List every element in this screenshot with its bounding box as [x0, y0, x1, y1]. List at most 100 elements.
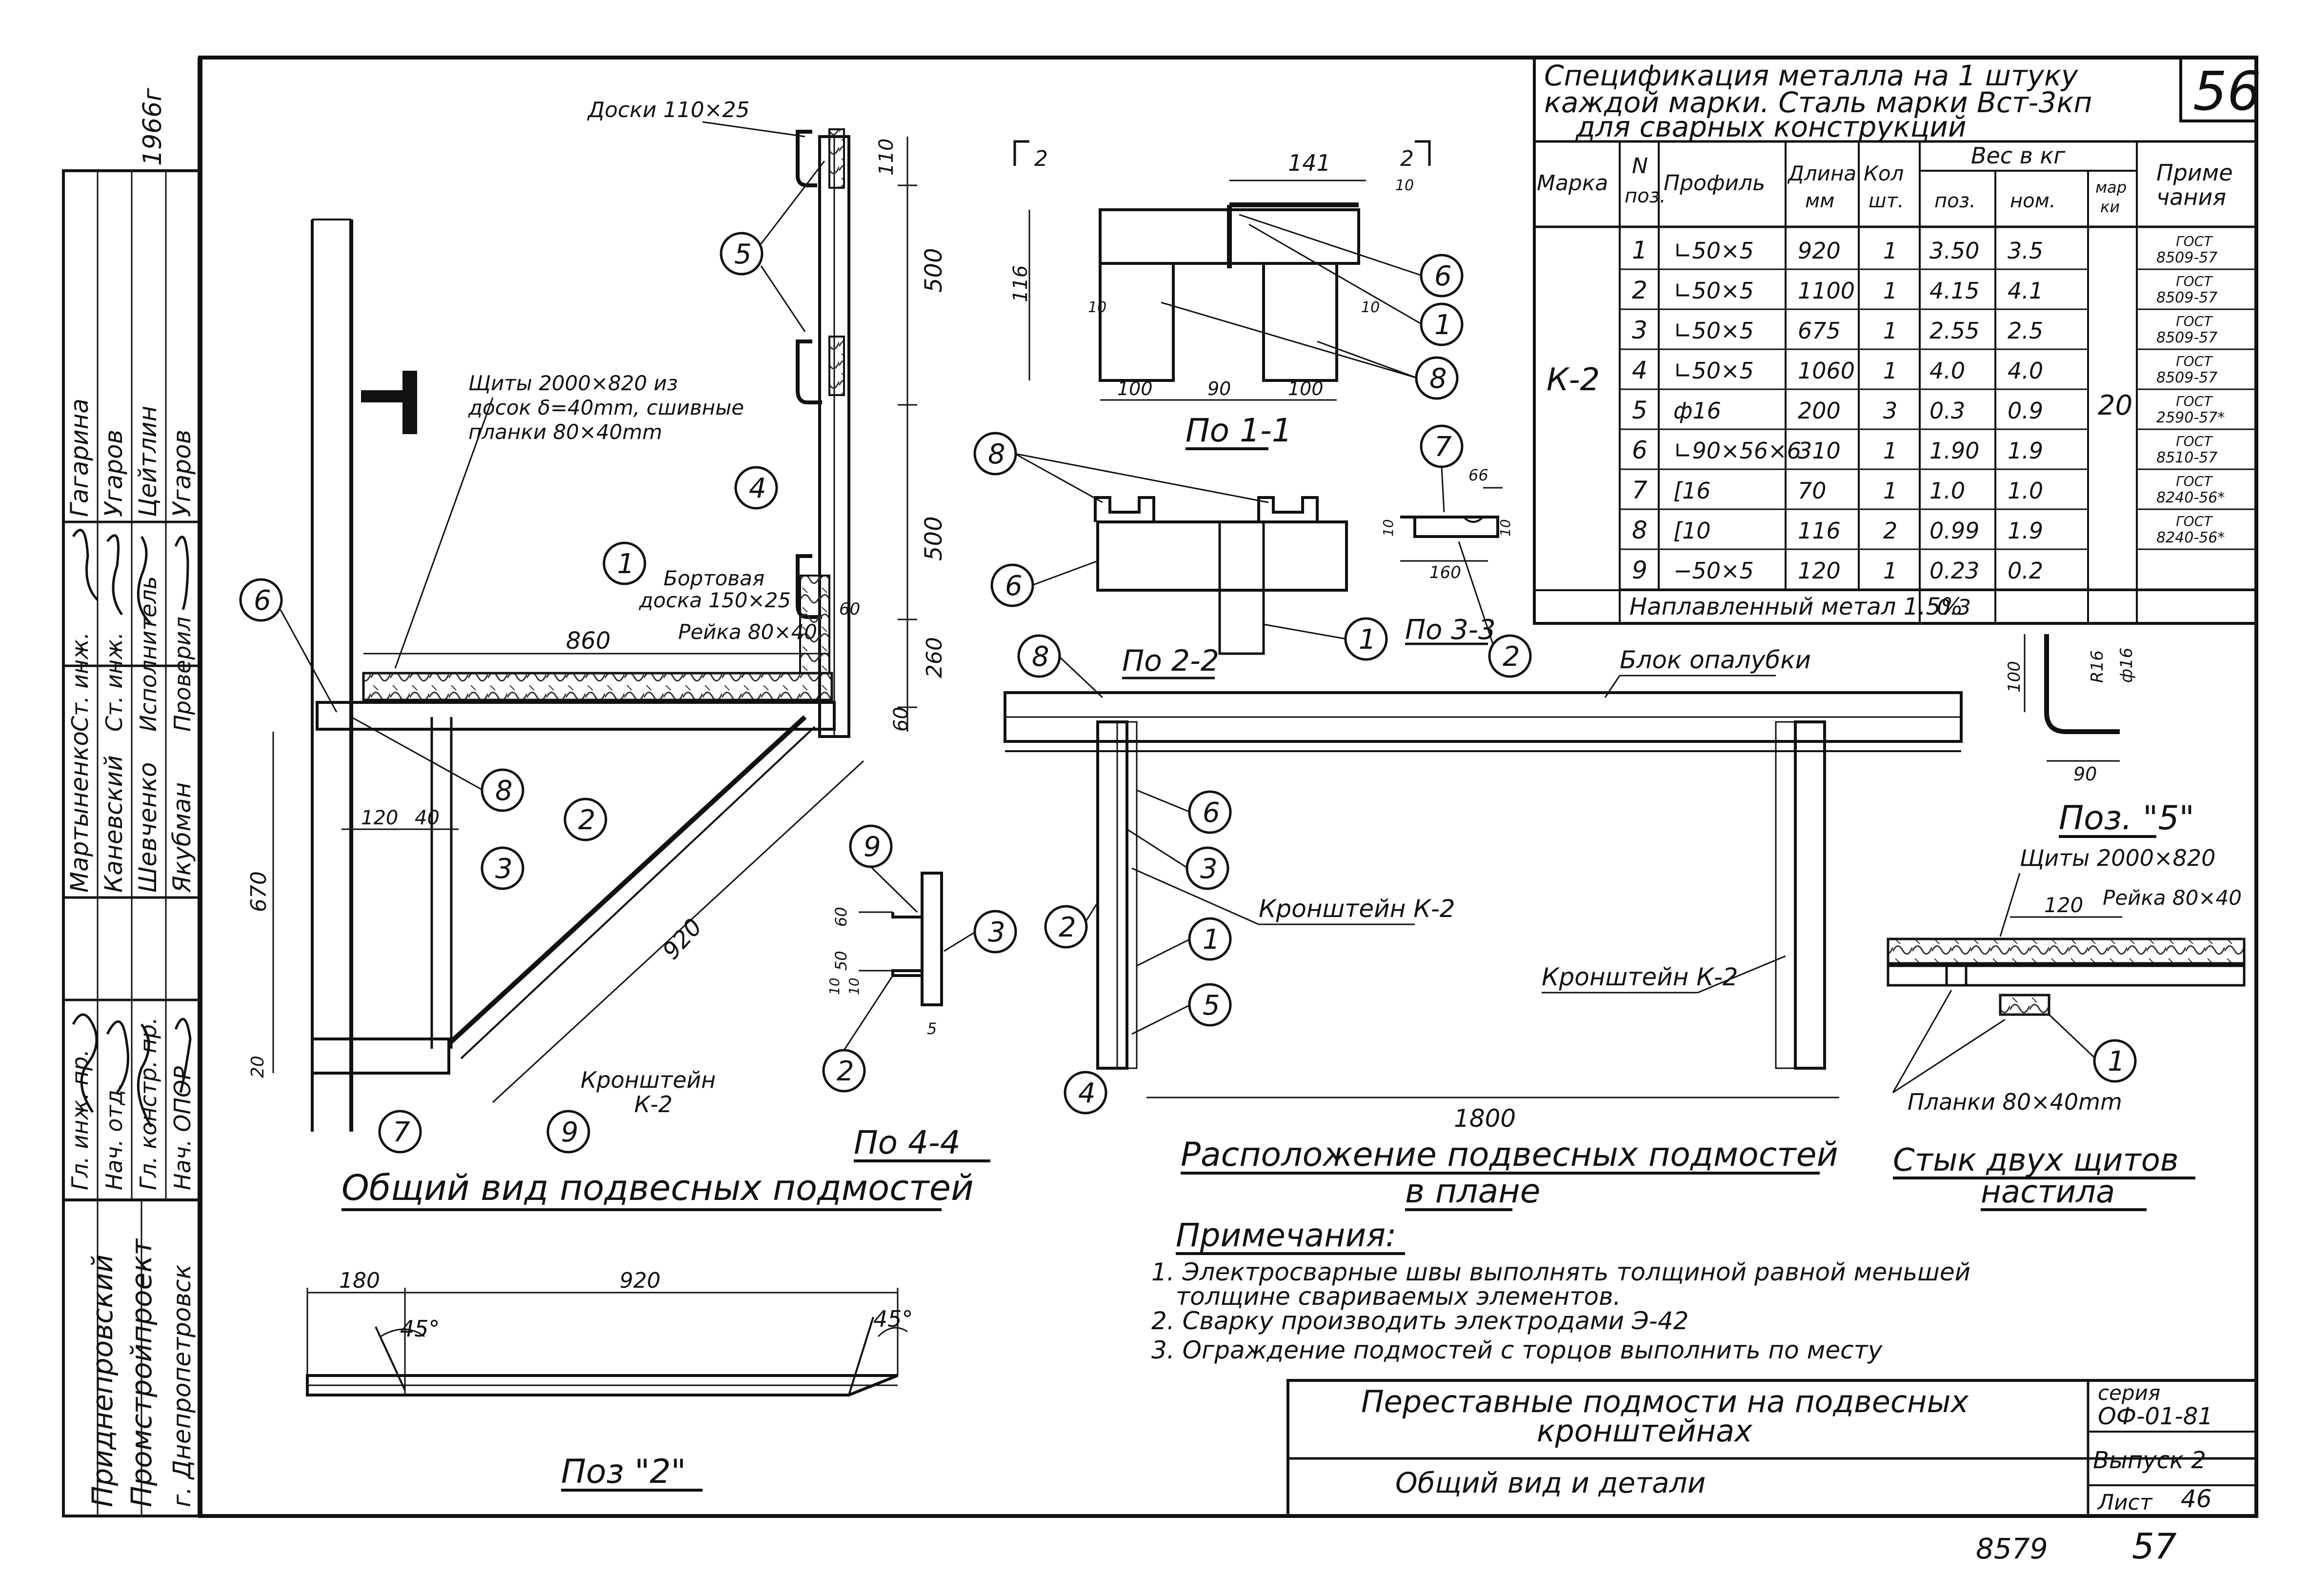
col-header-num-2: поз.	[1625, 185, 1666, 207]
dim: 860	[566, 627, 611, 655]
org-line1: Приднепровский	[86, 1254, 119, 1507]
callout-pos: 1	[617, 548, 635, 580]
org-line2: Промстройпроект	[125, 1238, 158, 1507]
spec-cell-w-nom: 1.9	[2008, 518, 2043, 544]
dim: 100	[1117, 378, 1153, 399]
spec-cell-note: ГОСТ	[2176, 513, 2213, 529]
spec-cell-pos: 1	[1632, 236, 1648, 264]
col-header-mark: Марка	[1537, 171, 1608, 196]
spec-cell-qty: 2	[1883, 518, 1897, 544]
section-2-2-title: По 2-2	[1122, 644, 1219, 678]
joint-label-shields: Щиты 2000×820	[2020, 845, 2215, 871]
spec-cell-length: 70	[1798, 478, 1827, 504]
spec-cell-w-pos: 0.23	[1929, 558, 1979, 584]
callout-pos: 1	[2108, 1046, 2125, 1077]
col-header-note-2: чания	[2156, 184, 2226, 210]
pos2-detail: 180 920 45° 45° Поз "2"	[306, 1268, 913, 1492]
label-shields: Щиты 2000×820 из	[468, 371, 678, 395]
spec-cell-qty: 1	[1883, 558, 1897, 584]
stamp-name: Каневский	[100, 755, 128, 893]
spec-cell-profile: ∟90×56×6	[1673, 438, 1801, 464]
callout-pos: 7	[1434, 431, 1452, 463]
spec-cell-note: ГОСТ	[2176, 433, 2213, 449]
dim: 100	[2005, 661, 2024, 693]
title-block: Переставные подмости на подвесных кроншт…	[1286, 1379, 2258, 1517]
dim: 50	[832, 951, 850, 971]
stamp-role: Ст. инж.	[101, 632, 127, 732]
footer-left: 8579	[1976, 1532, 2048, 1565]
col-header-weight: Вес в кг	[1971, 142, 2066, 169]
spec-cell-qty: 1	[1883, 478, 1897, 504]
stamp-name: Мартыненко	[65, 731, 94, 893]
stamp-name: Угаров	[100, 430, 128, 517]
spec-cell-qty: 1	[1883, 318, 1897, 344]
general-view: 110 500 500 260 60 860 60 120 40 670 920…	[239, 98, 974, 1211]
col-header-w-nom: ном.	[2010, 190, 2056, 212]
spec-cell-length: 116	[1798, 518, 1841, 544]
spec-cell-note: ГОСТ	[2176, 473, 2213, 489]
callout-pos: 9	[864, 831, 881, 863]
dim: 90	[2073, 763, 2097, 785]
stamp-name: Гагарина	[65, 399, 94, 517]
dim: ф16	[2117, 648, 2136, 683]
callout-pos: 2	[1503, 641, 1520, 673]
spec-cell-w-pos: 1.90	[1929, 438, 1979, 464]
dim: 180	[339, 1268, 380, 1293]
callout-pos: 1	[1359, 624, 1376, 656]
col-header-w-pos: поз.	[1934, 190, 1976, 212]
pos5-detail: 100 R16 ф16 90 Поз. "5"	[2005, 634, 2194, 838]
dim-1800: 1800	[1454, 1104, 1516, 1133]
series-value: ОФ-01-81	[2098, 1403, 2213, 1430]
spec-cell-w-nom: 4.1	[2008, 278, 2043, 304]
callout-pos: 2	[578, 804, 596, 836]
angle-label: 45°	[873, 1306, 913, 1332]
stamp-name: Якубман	[168, 782, 196, 893]
label-shields: планки 80×40mm	[468, 420, 662, 444]
callout-pos: 3	[988, 917, 1005, 948]
callout-pos: 4	[1078, 1077, 1096, 1109]
label-side-board: Бортовая	[663, 566, 764, 590]
spec-cell-w-pos: 4.0	[1929, 358, 1965, 384]
callout-pos: 7	[393, 1117, 410, 1148]
spec-cell-w-nom: 0.9	[2008, 398, 2043, 424]
callout-pos: 8	[495, 775, 513, 807]
callout-pos: 6	[1434, 260, 1452, 292]
spec-cell-profile: ф16	[1673, 398, 1721, 424]
spec-cell-profile: [16	[1673, 478, 1710, 504]
cut-mark: 2	[1400, 146, 1414, 171]
spec-cell-profile: ∟50×5	[1673, 238, 1754, 264]
callout-pos: 8	[988, 439, 1005, 470]
spec-cell-pos: 6	[1632, 436, 1648, 464]
label-side-board: доска 150×25	[639, 588, 791, 612]
spec-cell-profile: ∟50×5	[1673, 278, 1754, 304]
joint-label-planks: Планки 80×40mm	[1908, 1089, 2122, 1115]
pos5-title: Поз. "5"	[2059, 799, 2194, 838]
spec-cell-qty: 3	[1883, 398, 1897, 424]
spec-cell-w-nom: 1.9	[2008, 438, 2043, 464]
angle-label: 45°	[400, 1316, 440, 1342]
label-shields: досок δ=40mm, сшивные	[468, 396, 744, 419]
sheet-label: Лист	[2097, 1490, 2153, 1515]
section-3-3-title: По 3-3	[1405, 614, 1496, 646]
stamp-role: Проверил	[169, 617, 196, 732]
spec-table: 56 Спецификация металла на 1 штуку каждо…	[1533, 56, 2261, 625]
series-label: серия	[2098, 1381, 2160, 1405]
callout-pos: 6	[254, 585, 271, 617]
section-4-4-title: По 4-4	[854, 1124, 961, 1161]
callout-pos: 6	[1203, 797, 1220, 829]
spec-cell-note: 8509-57	[2156, 289, 2217, 306]
cut-mark: 2	[1034, 146, 1048, 171]
sheet-number: 46	[2181, 1485, 2212, 1513]
spec-cell-length: 675	[1798, 318, 1841, 344]
section-4-4: 60 50 10 10 5 9 3 2 По 4-4	[822, 824, 1017, 1162]
callout-pos: 8	[1429, 363, 1447, 395]
label-bracket: К-2	[634, 1091, 673, 1117]
stamp-role: Ст. инж.	[67, 632, 93, 732]
section-2-2-detail: 8 6 1 По 2-2	[973, 432, 1388, 679]
dim: 120	[361, 807, 398, 829]
section-1-1-title: По 1-1	[1186, 412, 1292, 449]
dim: 920	[620, 1268, 661, 1293]
spec-cell-pos: 4	[1632, 356, 1648, 384]
dim: 160	[1429, 563, 1461, 582]
